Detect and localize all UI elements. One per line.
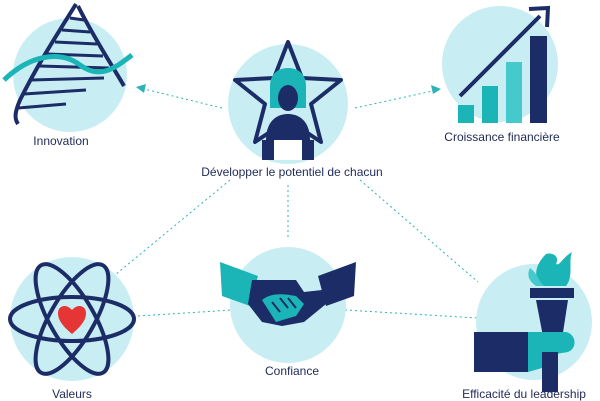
growth-circle [442, 6, 558, 122]
node-innovation [2, 2, 134, 132]
heart-icon [58, 306, 86, 334]
label-values: Valeurs [52, 387, 92, 401]
torch-icon [474, 252, 575, 392]
arrowhead-growth [431, 85, 441, 94]
node-values [8, 257, 136, 381]
atom-heart-icon [8, 262, 136, 376]
connector-center-innovation [139, 87, 223, 109]
node-center [228, 40, 348, 164]
label-center: Développer le potentiel de chacun [201, 165, 383, 179]
node-trust [220, 247, 356, 363]
person-star-icon [233, 40, 343, 160]
connector-trust-leadership [344, 309, 479, 319]
connector-center-values [114, 179, 231, 276]
handshake-icon [220, 262, 356, 326]
connector-center-growth [354, 89, 438, 109]
dna-helix-icon [2, 2, 134, 126]
label-growth: Croissance financière [444, 130, 560, 144]
connector-values-trust [137, 309, 233, 317]
innovation-circle [13, 18, 127, 132]
arrowhead-innovation [136, 84, 146, 93]
label-trust: Confiance [264, 364, 320, 378]
connectors [114, 87, 479, 319]
connector-center-leadership [359, 179, 479, 283]
node-leadership [474, 252, 592, 392]
label-innovation: Innovation [33, 134, 89, 148]
label-leadership: Efficacité du leadership [462, 387, 586, 401]
bar-chart-growth-icon [458, 5, 551, 123]
node-growth [442, 5, 558, 123]
